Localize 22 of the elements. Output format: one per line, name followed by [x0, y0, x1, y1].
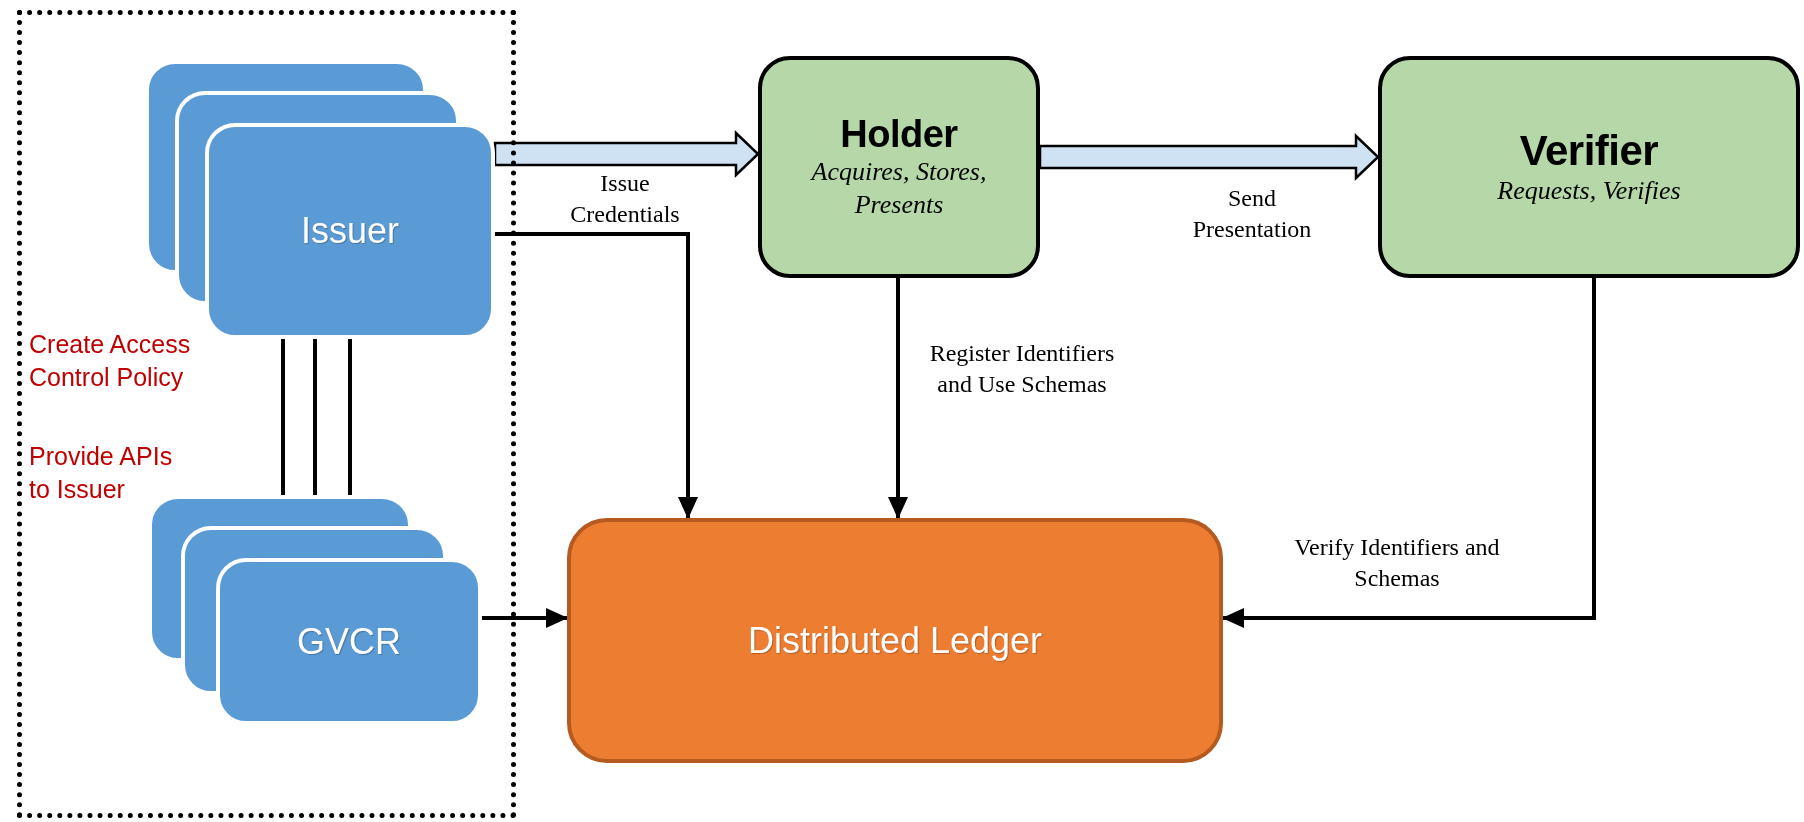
role-title: Holder	[840, 113, 958, 156]
annotation-text: Provide APIs to Issuer	[29, 441, 174, 505]
box-label: Issuer	[299, 209, 400, 253]
role-description: Acquires, Stores, Presents	[809, 156, 988, 221]
block-arrow	[493, 130, 760, 178]
connector-line	[348, 339, 352, 495]
arrow	[888, 278, 908, 519]
connector-line	[281, 339, 285, 495]
arrow	[495, 232, 698, 519]
connector-line	[313, 339, 317, 495]
block-arrow	[1038, 133, 1380, 181]
role-box	[1378, 56, 1800, 278]
role-description: Requests, Verifies	[1497, 174, 1681, 207]
box-label: Distributed Ledger	[747, 619, 1043, 662]
role-box	[758, 56, 1040, 278]
annotation-text: Create Access Control Policy	[29, 329, 192, 393]
role-title: Verifier	[1519, 126, 1659, 175]
arrow	[1222, 278, 1596, 628]
dotted-boundary	[17, 10, 516, 818]
ledger-box	[567, 518, 1223, 763]
box-label: GVCR	[296, 619, 402, 664]
arrow	[482, 608, 568, 628]
